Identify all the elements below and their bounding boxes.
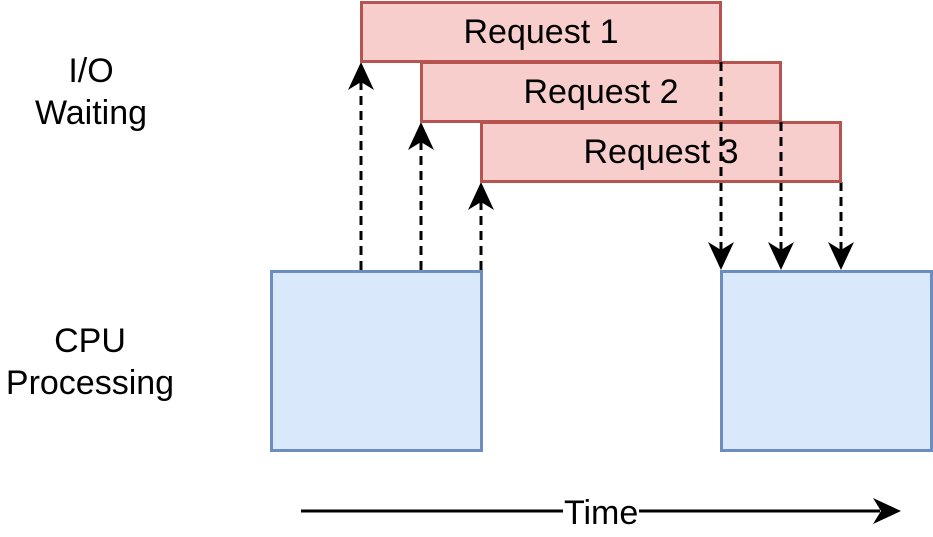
request-label-3: Request 3	[583, 132, 739, 171]
response-arrow-request-3	[828, 182, 854, 270]
cpu-processing-box-response	[720, 270, 933, 452]
request-box-1: Request 1	[360, 1, 722, 63]
io-waiting-label-line2: Waiting	[34, 94, 148, 132]
cpu-processing-box-dispatch	[270, 270, 483, 452]
io-waiting-label: I/O Waiting	[0, 50, 186, 134]
request-box-2: Request 2	[420, 61, 782, 123]
request-box-3: Request 3	[480, 121, 842, 183]
request-label-2: Request 2	[523, 72, 679, 111]
cpu-processing-label-line2: Processing	[5, 364, 175, 402]
dispatch-arrow-request-1	[348, 62, 374, 270]
cpu-processing-label: CPU Processing	[0, 320, 185, 404]
dispatch-arrow-request-2	[408, 122, 434, 270]
time-axis-label: Time	[563, 494, 640, 532]
dispatch-arrow-request-3	[468, 182, 494, 270]
cpu-processing-label-line1: CPU	[54, 322, 126, 360]
request-label-1: Request 1	[463, 12, 619, 51]
io-waiting-label-line1: I/O	[68, 52, 114, 90]
